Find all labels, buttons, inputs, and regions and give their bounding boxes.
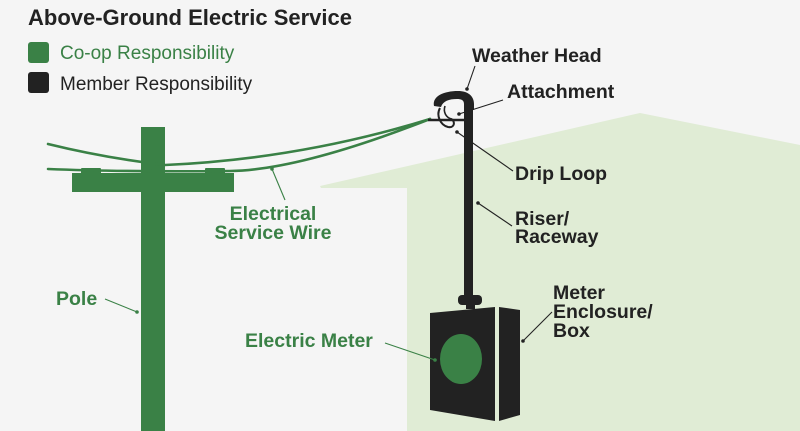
label-riser-raceway: Riser/ Raceway: [476, 201, 599, 248]
leader-dot-pole: [135, 310, 139, 314]
meter-enclosure: [430, 307, 520, 421]
label-pole: Pole: [56, 288, 139, 314]
label-text-riser-line1: Riser/: [515, 208, 570, 230]
drip-loop-inner: [443, 105, 453, 120]
label-text-weather-head: Weather Head: [472, 45, 602, 67]
riser-raceway: [464, 100, 473, 297]
weather-head-assembly: [428, 91, 482, 309]
leader-line-attachment: [458, 99, 504, 115]
label-text-meter-enclosure-line3: Box: [553, 320, 590, 342]
leader-line-riser: [477, 202, 513, 227]
leader-dot-riser: [476, 201, 480, 205]
label-meter-enclosure: Meter Enclosure/ Box: [521, 282, 653, 343]
utility-pole: [72, 127, 234, 431]
legend-swatch-coop: [28, 42, 49, 63]
leader-dot-service-wire: [270, 167, 274, 171]
label-text-attachment: Attachment: [507, 81, 615, 103]
riser-connector-neck: [466, 304, 475, 309]
drip-loop-outer: [437, 107, 455, 129]
leader-dot-attachment: [457, 112, 461, 116]
label-text-pole: Pole: [56, 288, 97, 310]
label-drip-loop: Drip Loop: [455, 130, 607, 185]
leader-line-drip-loop: [456, 131, 514, 172]
label-text-service-wire-line2: Service Wire: [215, 222, 332, 244]
label-service-wire: Electrical Service Wire: [215, 167, 332, 244]
label-text-meter-enclosure-line2: Enclosure/: [553, 301, 653, 323]
leader-line-meter-enclosure: [522, 311, 553, 342]
label-text-riser-line2: Raceway: [515, 226, 599, 248]
leader-dot-weather-head: [465, 87, 469, 91]
leader-line-electric-meter: [384, 342, 436, 361]
riser-connector: [458, 295, 482, 305]
leader-line-weather-head: [466, 65, 476, 90]
weather-head: [433, 91, 474, 110]
label-text-electric-meter: Electric Meter: [245, 330, 373, 352]
leader-dot-meter-enclosure: [521, 339, 525, 343]
label-text-drip-loop: Drip Loop: [515, 163, 607, 185]
meter-enclosure-side: [499, 307, 520, 421]
legend-swatch-member: [28, 72, 49, 93]
legend-item-coop: Co-op Responsibility: [28, 42, 235, 64]
pole-crossarm: [72, 173, 234, 192]
service-wires: [46, 117, 432, 173]
label-attachment: Attachment: [457, 81, 615, 116]
label-text-service-wire-line1: Electrical: [230, 203, 317, 225]
label-weather-head: Weather Head: [465, 45, 602, 91]
page-title: Above-Ground Electric Service: [28, 5, 352, 30]
legend-label-coop: Co-op Responsibility: [60, 43, 235, 64]
legend-item-member: Member Responsibility: [28, 72, 253, 95]
legend-label-member: Member Responsibility: [60, 74, 253, 95]
pole-post: [141, 127, 165, 431]
leader-line-pole: [104, 298, 138, 313]
leader-dot-drip-loop: [455, 130, 459, 134]
label-text-meter-enclosure-line1: Meter: [553, 282, 605, 304]
service-wire-upper: [46, 117, 432, 167]
label-electric-meter: Electric Meter: [245, 330, 437, 362]
electric-meter: [440, 334, 482, 384]
service-wire-lower: [46, 117, 432, 173]
leader-dot-electric-meter: [433, 358, 437, 362]
leader-line-service-wire: [271, 168, 286, 201]
legend: Co-op Responsibility Member Responsibili…: [28, 42, 253, 95]
